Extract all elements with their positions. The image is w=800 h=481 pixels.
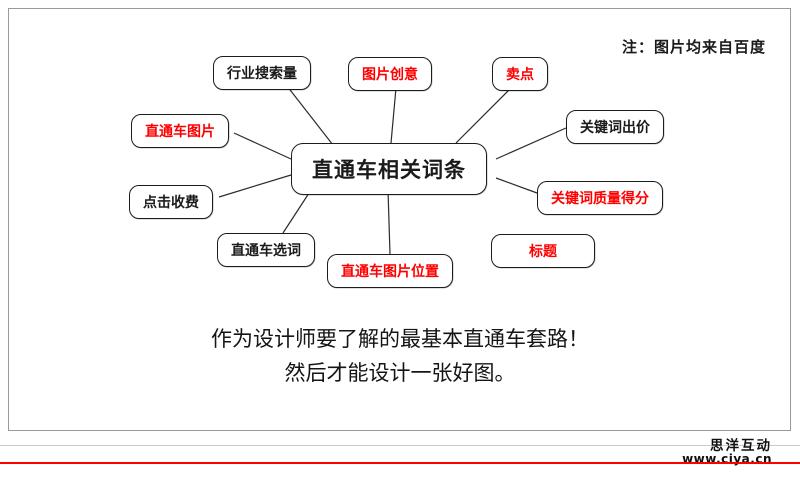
node-label: 直通车图片位置	[341, 264, 439, 280]
note-text: 注：图片均来自百度	[621, 38, 766, 56]
node-center: 直通车相关词条	[291, 143, 487, 195]
node-keyword-bid: 关键词出价	[566, 110, 664, 144]
red-divider	[0, 462, 800, 464]
node-click-fee: 点击收费	[129, 185, 213, 219]
node-selling-point: 卖点	[492, 57, 548, 91]
caption: 作为设计师要了解的最基本直通车套路！ 然后才能设计一张好图。	[8, 322, 792, 390]
footer-divider	[0, 445, 800, 446]
brand-text: 思洋互动	[710, 438, 772, 454]
node-label: 卖点	[506, 67, 534, 83]
node-label: 行业搜索量	[227, 66, 297, 82]
node-center-label: 直通车相关词条	[312, 158, 466, 182]
node-keyword-quality-score: 关键词质量得分	[537, 181, 663, 215]
node-zhitongche-image: 直通车图片	[131, 114, 229, 148]
node-industry-search-volume: 行业搜索量	[213, 56, 311, 90]
node-title: 标题	[491, 234, 595, 268]
node-label: 直通车选词	[231, 243, 301, 259]
node-label: 点击收费	[143, 195, 199, 211]
node-label: 标题	[529, 244, 557, 260]
node-label: 图片创意	[362, 67, 418, 83]
node-image-creative: 图片创意	[348, 57, 432, 91]
node-label: 关键词出价	[580, 120, 650, 136]
node-label: 关键词质量得分	[551, 191, 649, 207]
node-zhitongche-word-selection: 直通车选词	[217, 233, 315, 267]
node-zhitongche-image-position: 直通车图片位置	[327, 254, 453, 288]
node-label: 直通车图片	[145, 124, 215, 140]
caption-line-1: 作为设计师要了解的最基本直通车套路！	[211, 327, 589, 351]
caption-line-2: 然后才能设计一张好图。	[284, 361, 516, 385]
